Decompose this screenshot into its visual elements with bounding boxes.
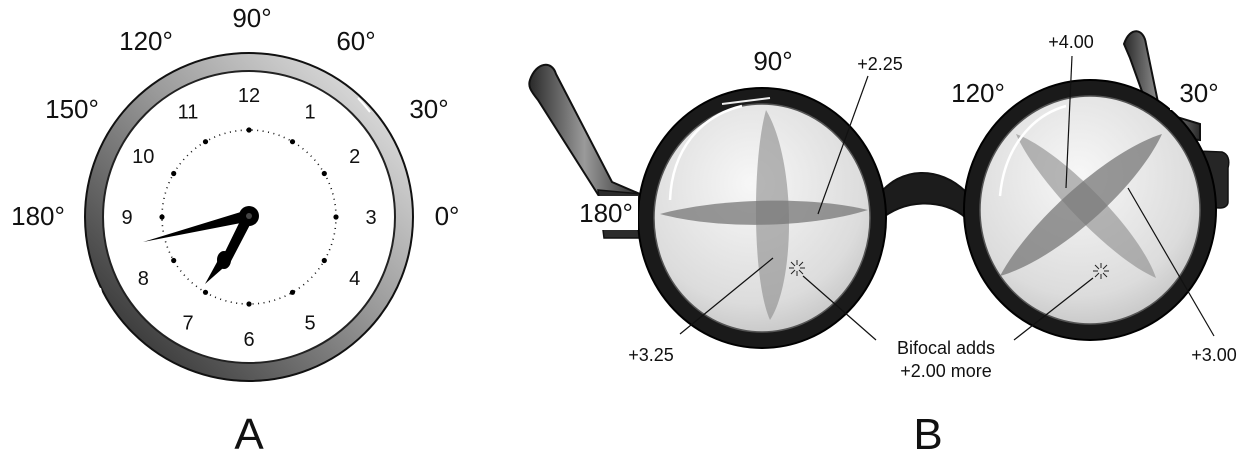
hour-hand (222, 215, 253, 265)
leader-bottom-left (679, 257, 774, 335)
clock-number-9: 9 (121, 207, 132, 229)
clock-hour-dot (159, 214, 165, 220)
left-bifocal-marker (789, 260, 805, 276)
clock-number-1: 1 (304, 101, 315, 123)
clock-number-2: 2 (349, 146, 360, 168)
clock-hour-dot (321, 257, 327, 264)
glasses-deg-120: 120° (951, 78, 1005, 108)
right-bifocal-marker (1093, 263, 1109, 279)
clock-number-10: 10 (132, 146, 154, 168)
clock-hour-dot (333, 214, 339, 220)
clock-hour-dot (171, 170, 177, 177)
bezel-highlight (99, 287, 125, 344)
deg-label-150: 150° (45, 94, 99, 124)
bridge (877, 172, 967, 225)
clock-hour-dot (321, 170, 327, 177)
clock-hour-dot (246, 127, 252, 133)
left-lens-glare (668, 104, 743, 201)
left-temple (528, 64, 641, 212)
clock-hour-dot (202, 139, 209, 145)
bezel-highlight-top (357, 97, 371, 113)
hand-hub-cap (246, 213, 252, 219)
glasses-deg-180: 180° (579, 198, 633, 228)
left-rim-glint (721, 97, 771, 105)
right-lens-glare (998, 104, 1067, 197)
clock-dot-markers (159, 127, 339, 307)
deg-label-60: 60° (336, 26, 375, 56)
leader-top-left (817, 75, 869, 215)
clock-hour-dot (289, 139, 296, 145)
annotation-bifocal-line2: +2.00 more (900, 361, 992, 381)
glasses-deg-90: 90° (753, 46, 792, 76)
leader-bifocal-right (1013, 277, 1094, 341)
deg-label-180: 180° (11, 201, 65, 231)
clock-hour-dot (289, 289, 296, 295)
deg-label-120: 120° (119, 26, 173, 56)
clock-hour-dot (246, 301, 252, 307)
clock-number-3: 3 (365, 207, 376, 229)
clock-number-4: 4 (349, 268, 360, 290)
annotation-plus-2-25: +2.25 (857, 54, 903, 74)
panel-label-b: B (913, 410, 942, 457)
left-cylinder-horizontal (660, 200, 868, 225)
deg-label-30: 30° (409, 94, 448, 124)
leader-bottom-right (1127, 187, 1215, 337)
clock-number-12: 12 (238, 85, 260, 107)
deg-label-90: 90° (232, 3, 271, 33)
label-bg-30 (1170, 76, 1228, 110)
annotation-plus-3-00: +3.00 (1191, 345, 1237, 365)
clock-number-7: 7 (182, 313, 193, 335)
annotation-bifocal-line1: Bifocal adds (897, 338, 995, 358)
hour-hand-knob (217, 251, 231, 269)
clock-number-8: 8 (138, 268, 149, 290)
glasses-deg-30: 30° (1179, 78, 1218, 108)
clock-hour-dot (202, 289, 209, 295)
clock-number-5: 5 (304, 313, 315, 335)
leader-bifocal-left (802, 275, 877, 341)
leader-lines (679, 55, 1215, 341)
glasses-diagram: 90° 180° 120° 30° +2.25 +3.25 +4.00 +3.0… (528, 30, 1237, 457)
minute-hand (143, 211, 256, 242)
annotation-plus-4-00: +4.00 (1048, 32, 1094, 52)
panel-label-a: A (234, 410, 264, 457)
clock-number-6: 6 (243, 329, 254, 351)
deg-label-0: 0° (435, 201, 460, 231)
right-cylinder-30 (1000, 134, 1162, 276)
annotation-plus-3-25: +3.25 (628, 345, 674, 365)
clock-hour-dot (171, 257, 177, 264)
leader-top-right (1065, 55, 1073, 189)
clock-number-11: 11 (178, 101, 199, 123)
label-bg-180 (574, 196, 638, 230)
